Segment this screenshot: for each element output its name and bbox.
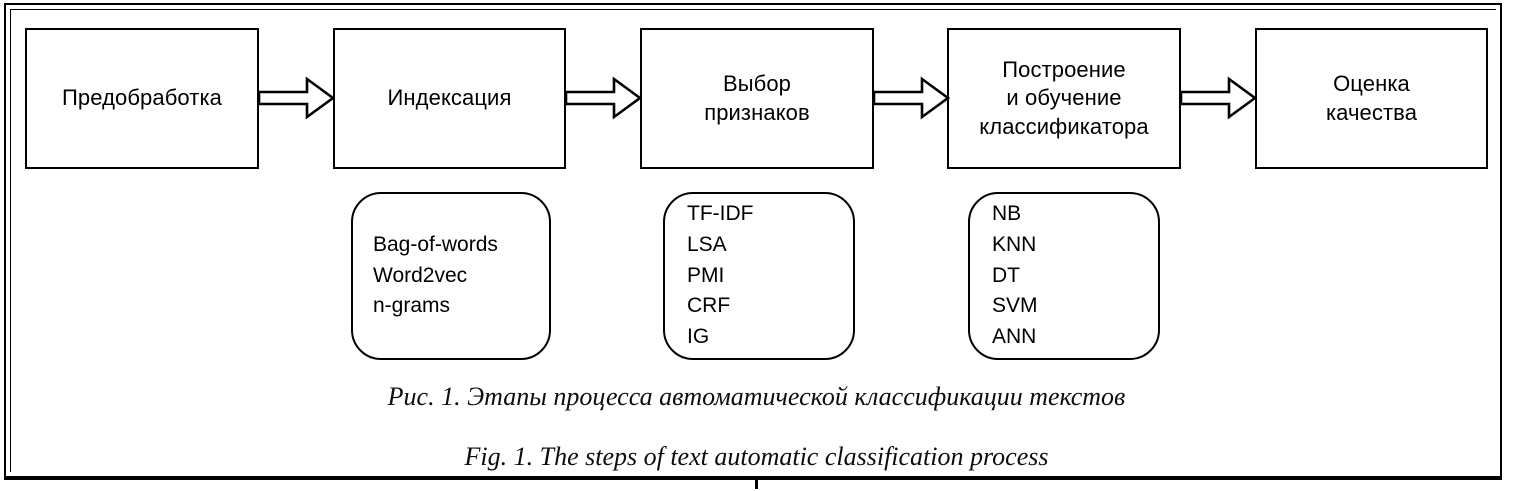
document-frame-inner (10, 9, 1496, 472)
stage-box-model-training[interactable]: Построение и обучение классификатора (947, 28, 1181, 169)
arrow-model-training-to-quality-evaluation (1181, 73, 1257, 123)
detail-list-indexing-methods: Bag-of-words Word2vec n-grams (373, 232, 498, 318)
page-break-rule (4, 478, 1502, 480)
detail-list-classifier-methods: NB KNN DT SVM ANN (992, 201, 1038, 349)
stage-label-preprocessing: Предобработка (61, 85, 223, 111)
stage-box-feature-selection[interactable]: Выбор признаков (640, 28, 874, 169)
arrow-indexing-to-feature-selection (566, 73, 642, 123)
stage-box-preprocessing[interactable]: Предобработка (25, 28, 259, 169)
page-break-tick (755, 480, 758, 489)
detail-box-classifier-methods[interactable]: NB KNN DT SVM ANN (968, 192, 1160, 360)
detail-box-indexing-methods[interactable]: Bag-of-words Word2vec n-grams (351, 192, 551, 360)
stage-label-quality-evaluation: Оценка качества (1325, 71, 1418, 125)
stage-box-indexing[interactable]: Индексация (333, 28, 566, 169)
detail-box-feature-methods[interactable]: TF-IDF LSA PMI CRF IG (663, 192, 855, 360)
arrow-preprocessing-to-indexing (259, 73, 335, 123)
figure-caption-russian: Рис. 1. Этапы процесса автоматической кл… (387, 382, 1126, 411)
stage-label-indexing: Индексация (387, 85, 512, 111)
stage-label-feature-selection: Выбор признаков (704, 71, 810, 125)
stage-label-model-training: Построение и обучение классификатора (979, 57, 1149, 139)
stage-box-quality-evaluation[interactable]: Оценка качества (1255, 28, 1488, 169)
figure-caption-english: Fig. 1. The steps of text automatic clas… (464, 442, 1049, 471)
arrow-feature-selection-to-model-training (874, 73, 950, 123)
detail-list-feature-methods: TF-IDF LSA PMI CRF IG (687, 201, 754, 349)
